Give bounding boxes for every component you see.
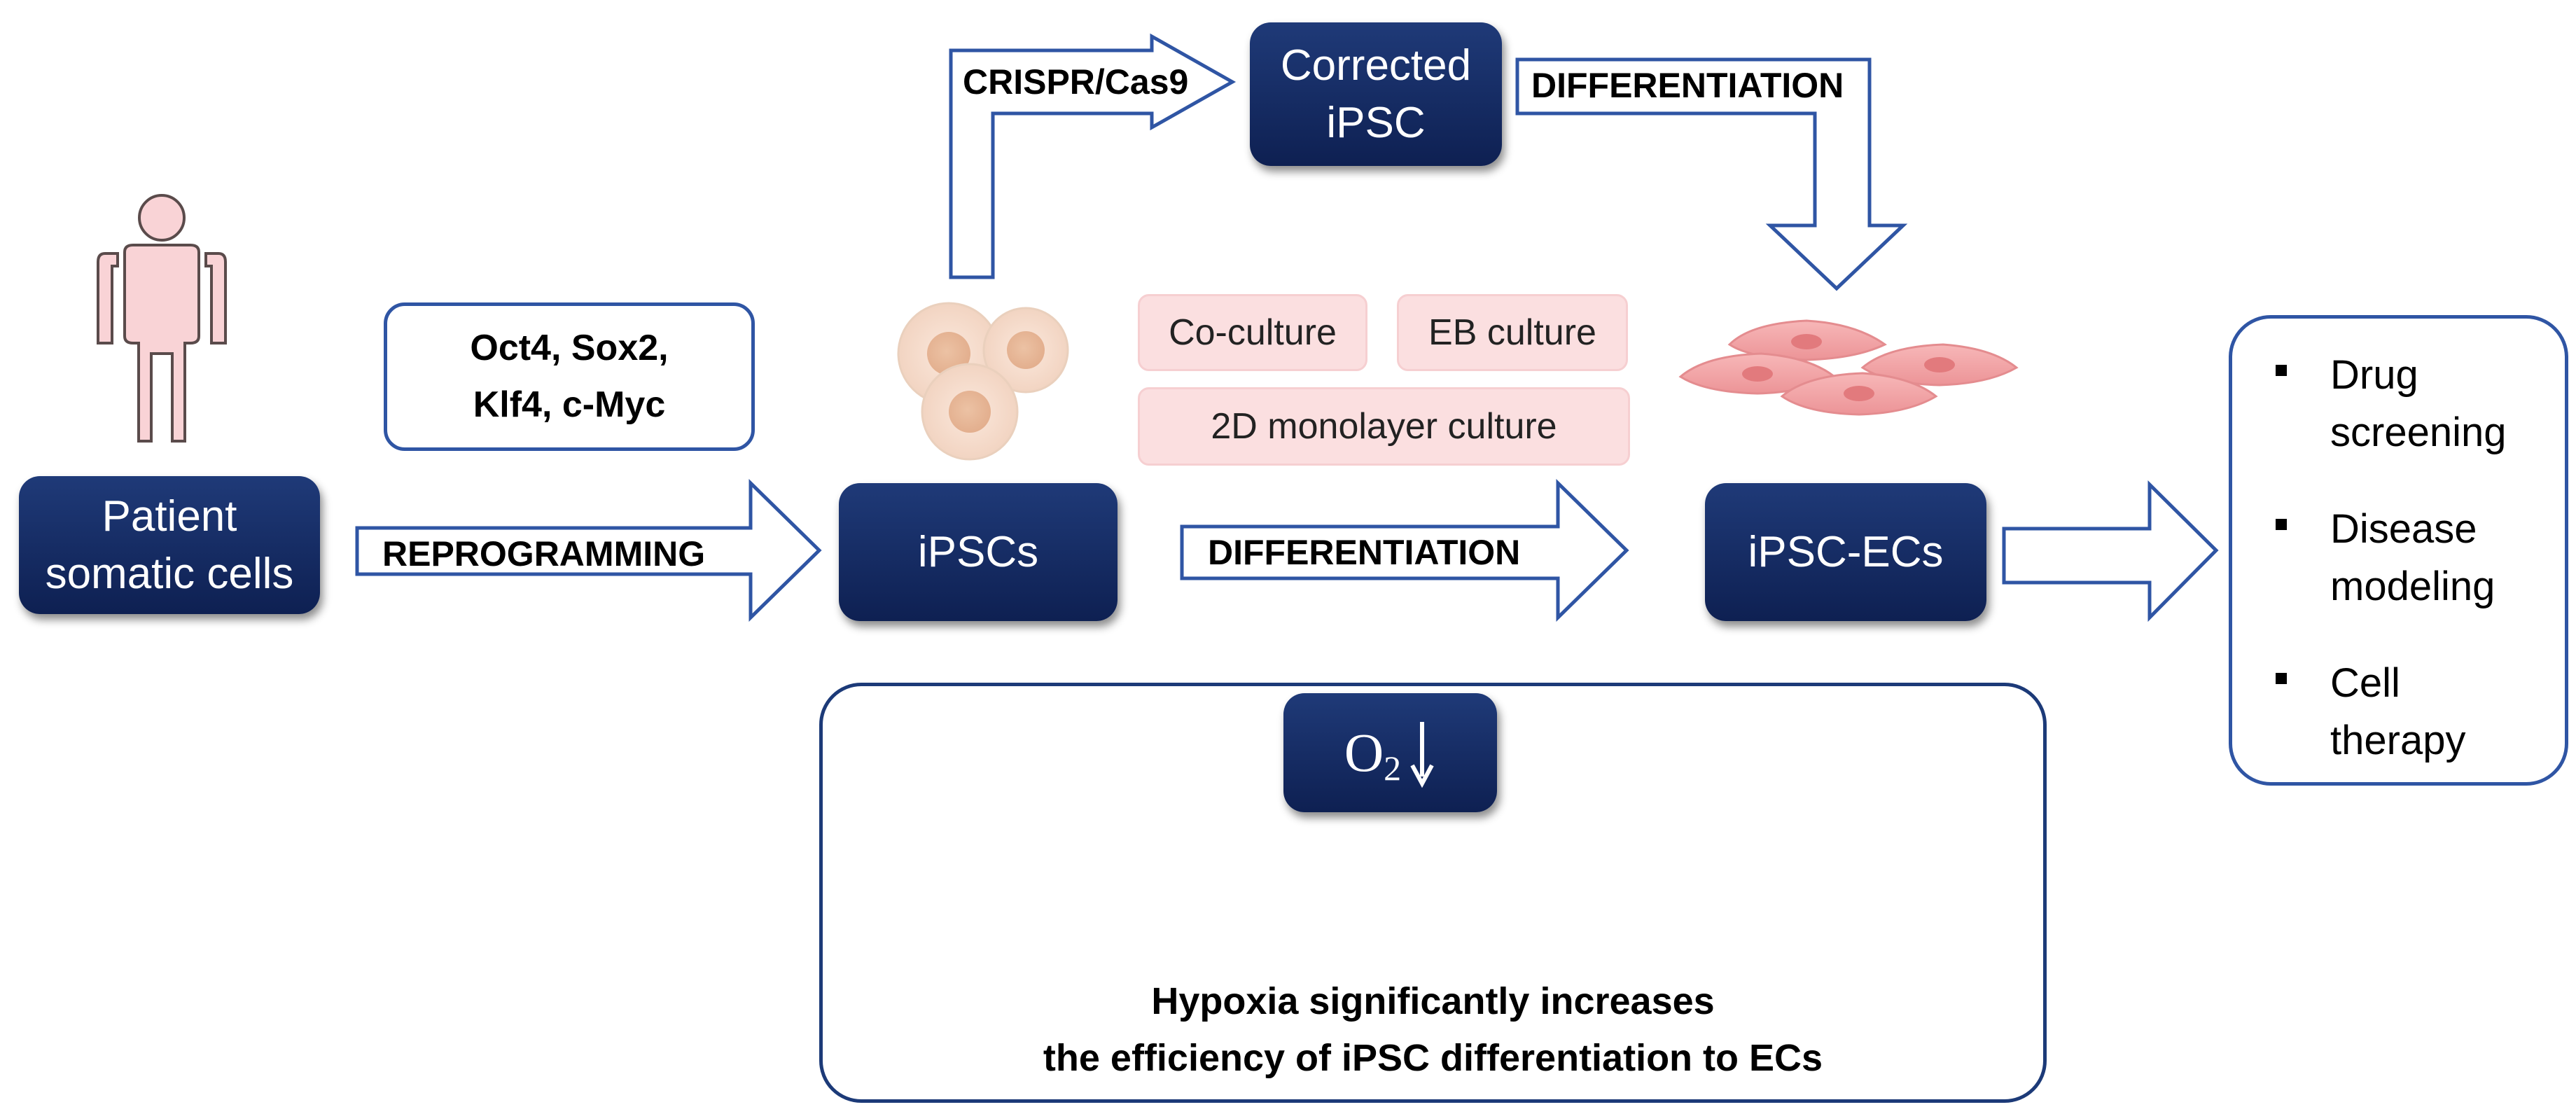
hypoxia-caption: Hypoxia significantly increases the effi… bbox=[1043, 980, 1823, 1079]
reprogramming-factors-box: Oct4, Sox2, Klf4, c-Myc bbox=[384, 302, 755, 451]
reprogramming-factors-text: Oct4, Sox2, Klf4, c-Myc bbox=[470, 328, 669, 425]
reprogramming-arrow bbox=[355, 479, 822, 622]
patient-somatic-cells-box: Patient somatic cells bbox=[19, 476, 320, 614]
eb-culture-method: EB culture bbox=[1397, 294, 1628, 371]
down-arrow-icon bbox=[1410, 722, 1434, 788]
differentiation-main-arrow bbox=[1180, 479, 1629, 622]
ipsc-ecs-box: iPSC-ECs bbox=[1705, 483, 1986, 621]
monolayer-culture-method: 2D monolayer culture bbox=[1138, 387, 1630, 466]
endothelial-cell-icon bbox=[1678, 319, 2019, 416]
stem-cell bbox=[921, 363, 1019, 461]
differentiation-main-label: DIFFERENTIATION bbox=[1208, 533, 1521, 572]
applications-list: Drug screening Disease modeling Cell the… bbox=[2229, 315, 2568, 786]
corrected-ipsc-box: Corrected iPSC bbox=[1250, 22, 1502, 166]
endothelial-cell bbox=[1780, 372, 1938, 416]
o2-symbol: O bbox=[1344, 721, 1384, 783]
differentiation-top-label: DIFFERENTIATION bbox=[1531, 66, 1844, 105]
stem-cell bbox=[982, 307, 1069, 394]
differentiation-top-arrow bbox=[1515, 57, 1908, 291]
o2-subscript: 2 bbox=[1384, 749, 1402, 788]
bullet-icon bbox=[2276, 673, 2287, 684]
crispr-arrow bbox=[949, 33, 1237, 279]
output-arrow bbox=[2002, 480, 2219, 622]
endothelial-cell bbox=[1860, 343, 2019, 387]
crispr-label: CRISPR/Cas9 bbox=[963, 62, 1189, 102]
reprogramming-label: REPROGRAMMING bbox=[382, 534, 706, 573]
person-icon bbox=[97, 194, 227, 443]
bullet-icon bbox=[2276, 365, 2287, 376]
co-culture-method: Co-culture bbox=[1138, 294, 1367, 371]
ipscs-box: iPSCs bbox=[839, 483, 1118, 621]
stem-cell-icon bbox=[897, 302, 1069, 461]
bullet-icon bbox=[2276, 519, 2287, 530]
